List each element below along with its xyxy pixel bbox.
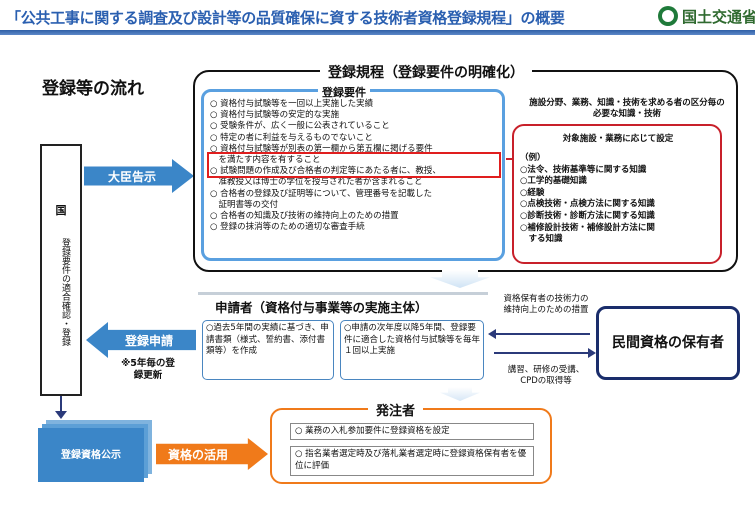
applicant-title: 申請者（資格付与事業等の実施主体） [215,300,428,315]
left-arrow-icon [488,329,496,339]
requirement-item: ○ 資格付与試験等の安定的な実施 [210,110,340,121]
government-box: 国 登録要件の適合確認・登録 [40,144,82,396]
target-item: ○補修設計技術・補修設計方法に関 [520,222,655,233]
target-item: する知識 [520,234,563,245]
private-qualification-holders: 民間資格の保有者 [596,306,740,380]
target-item: ○工学的基礎知識 [520,176,587,187]
requirement-item: 証明書等の交付 [210,199,279,210]
down-arrow-icon [55,411,67,419]
registration-application-arrow: 登録申請 [86,322,196,358]
orderer-bid-requirement: ○ 業務の入札参加要件に登録資格を設定 [290,423,534,440]
qualification-usage-arrow: 資格の活用 [156,438,268,470]
requirement-item: を満たす内容を有すること [210,155,321,166]
target-item: （例） [520,153,546,163]
sector-heading: 施設分野、業務、知識・技術を求める者の区分毎の必要な知識・技術 [529,98,725,119]
requirement-item: ○ 受験条件が、広く一般に公表されていること [210,121,390,132]
holders-skill-note: 資格保有者の技術力の維持向上のための措置 [503,294,589,315]
ministerial-notice-arrow: 大臣告示 [84,159,194,193]
target-item: ○法令、技術基準等に関する知識 [520,164,647,175]
target-list: （例） ○法令、技術基準等に関する知識 ○工学的基礎知識 ○経験 ○点検技術・点… [520,153,720,246]
requirement-item: ○ 資格付与試験等を一回以上実施した実績 [210,99,374,109]
requirement-item: 准教授又は博士の学位を授与された者が含まれること [210,177,423,188]
requirement-item: ○ 資格付与試験等が別表の第一欄から第五欄に掲げる要件 [210,143,433,154]
publication-connector [60,396,62,412]
target-box [512,124,722,264]
target-item: ○経験 [520,187,545,198]
target-item: ○診断技術・診断方法に関する知識 [520,210,655,221]
requirement-item: ○ 合格者の登録及び証明等について、管理番号を記載した [210,188,432,199]
orderer-evaluation: ○ 指名業者選定時及び落札業者選定時に登録資格保有者を優位に評価 [290,446,534,476]
registration-rules-title: 登録規程（登録要件の明確化） [320,62,532,82]
rules-to-applicant-arrow [430,270,490,288]
government-name: 国 [55,204,67,217]
target-item: ○点検技術・点検方法に関する知識 [520,199,655,210]
applicant-past-record: ○過去5年間の実績に基づき、申請書類（様式、誓約書、添付書類等）を作成 [202,320,334,380]
requirement-item: ○ 特定の者に利益を与えるものでないこと [210,132,373,143]
requirements-list: ○ 資格付与試験等を一回以上実施した実績 ○ 資格付与試験等の安定的な実施 ○ … [210,99,502,233]
ministry-name: 国土交通省 [682,8,755,26]
ministry-logo-icon [658,6,678,26]
right-arrow-icon [588,348,596,358]
requirement-item: ○ 合格者の知識及び技術の維持向上のための措置 [210,211,399,222]
arrow-to-applicant [494,333,590,335]
highlight-connector [506,158,514,160]
flow-heading: 登録等の流れ [42,79,144,99]
requirement-item: ○ 試験問題の作成及び合格者の判定等にあたる者に、教授、 [210,166,441,177]
arrow-to-holders [494,352,590,354]
applicant-annual-exam: ○申請の次年度以降5年間、登録要件に適合した資格付与試験等を毎年１回以上実施 [340,320,484,380]
header-divider [0,30,755,35]
applicant-divider [198,292,488,295]
highlighted-requirement [207,152,501,178]
orderer-title: 発注者 [368,400,424,419]
renewal-note: ※5年毎の登録更新 [121,358,175,381]
page-title: 「公共工事に関する調査及び設計等の品質確保に資する技術者資格登録規程」の概要 [6,9,565,27]
holders-cpd-note: 講習、研修の受講、CPDの取得等 [507,365,585,386]
target-title: 対象施設・業務に応じて設定 [562,134,674,144]
requirement-item: ○ 登録の抹消等のための適切な審査手続 [210,222,365,233]
applicant-to-orderer-arrow [440,387,480,401]
publication-box: 登録資格公示 [38,428,144,482]
requirements-title: 登録要件 [318,84,370,100]
government-duty: 登録要件の適合確認・登録 [60,238,70,346]
